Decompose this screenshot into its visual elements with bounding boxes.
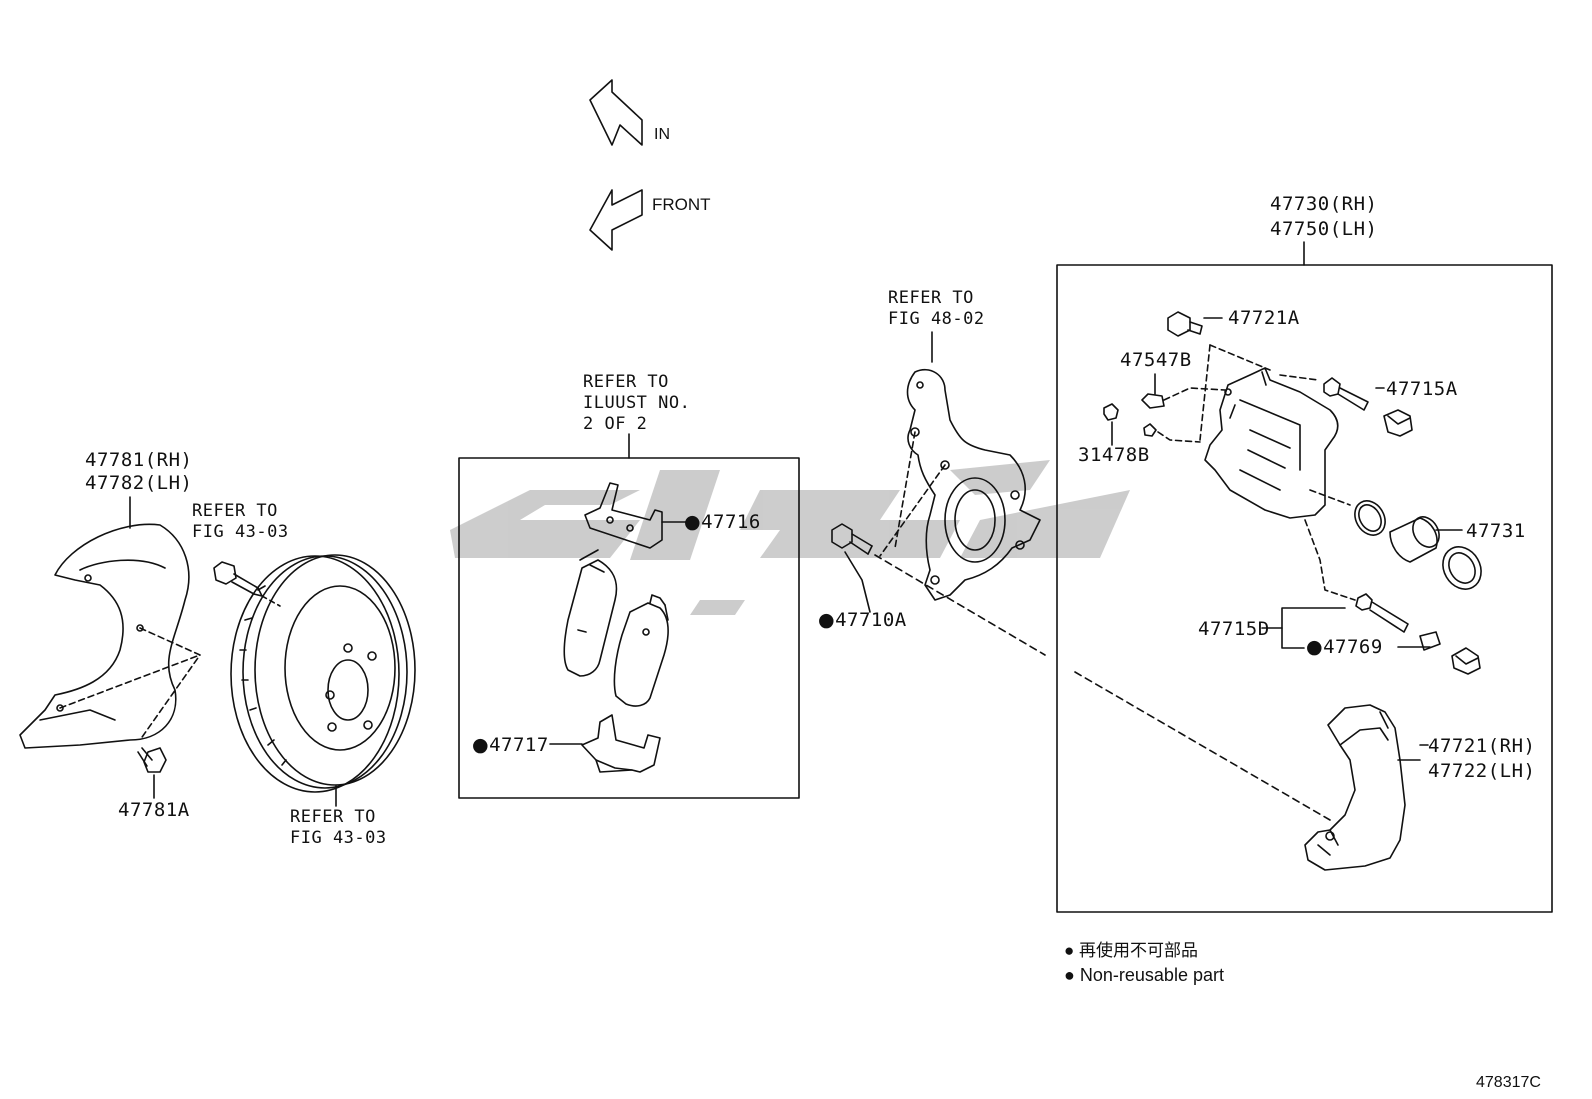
non-reusable-bullet: ● [818,609,836,631]
bleeder-plug-47547B [1141,373,1226,409]
part-number-47769: ●47769 [1306,636,1383,658]
steering-knuckle [879,331,1041,601]
figure-reference: FIG 48-02 [888,309,985,329]
non-reusable-bullet: ● [1306,636,1324,658]
piston [1389,516,1463,563]
figure-reference: FIG 43-03 [290,828,387,848]
front-label: FRONT [652,195,711,214]
part-number-47717: ●47717 [472,734,549,756]
part-number-47716-text: 47716 [701,511,761,533]
in-label: IN [654,126,670,143]
part-number-47716: ●47716 [684,511,761,533]
slide-pin-47715D [1261,593,1409,633]
bolt-47710A [831,523,1046,656]
brake-pad-inner [563,549,618,677]
boot-lower [1451,647,1481,675]
figure-number: 478317C [1476,1074,1541,1091]
refer-to-label: REFER TO [290,807,376,827]
watermark-logo [450,460,1130,615]
part-number-47717-text: 47717 [489,734,549,756]
bolt-47721A [1167,311,1271,441]
piston-boot [1442,546,1482,590]
part-number-47730-rh: 47730(RH) [1270,193,1378,215]
part-number-47547B: 47547B [1120,349,1192,371]
piston-seal [1354,500,1386,536]
part-number-47781A: 47781A [118,799,190,821]
bolt-47781A [137,747,167,799]
legend-text-japanese: 再使用不可部品 [1079,941,1199,960]
cap-31478B [1103,403,1201,446]
refer-to-label: REFER TO [192,501,278,521]
bushing-47769 [1281,627,1441,651]
refer-to-label: REFER TO [888,288,974,308]
front-direction-arrow [589,189,643,251]
figure-reference: FIG 43-03 [192,522,289,542]
in-direction-arrow [589,79,643,146]
part-number-47769-text: 47769 [1323,636,1383,658]
caliper-body [1204,367,1339,519]
part-number-47750-lh: 47750(LH) [1270,218,1378,240]
part-number-47782-lh: 47782(LH) [85,472,193,494]
non-reusable-bullet: ● [684,511,702,533]
part-number-47722-lh: 47722(LH) [1428,760,1536,782]
legend-line-japanese: ● 再使用不可部品 [1064,940,1198,962]
legend-text-english: Non-reusable part [1079,965,1224,985]
refer-to-label: REFER TO [583,372,669,392]
boot-47715A [1383,409,1413,437]
part-number-47715D: 47715D [1198,618,1270,640]
legend-bullet: ● [1064,965,1075,985]
part-number-47710A-text: 47710A [835,609,907,631]
part-number-31478B: 31478B [1078,444,1150,466]
bolt-rotor-hub [213,561,281,607]
part-number-47715A: 47715A [1386,378,1458,400]
illustration-page: 2 OF 2 [583,414,648,434]
brake-pad-outer [613,594,669,707]
legend-line-english: ● Non-reusable part [1064,964,1224,986]
part-number-47781-rh: 47781(RH) [85,449,193,471]
non-reusable-bullet: ● [472,734,490,756]
dust-cover-shield [19,523,201,749]
part-number-47721-rh: 47721(RH) [1428,735,1536,757]
brake-disc-rotor [230,554,416,807]
illustration-reference: ILUUST NO. [583,393,691,413]
part-number-47731: 47731 [1466,520,1526,542]
caliper-mounting-bracket [1074,671,1429,871]
anti-squeal-shim-upper [584,482,687,549]
part-number-47710A: ●47710A [818,609,907,631]
slide-pin-47715A [1279,374,1385,411]
anti-squeal-shim-lower [549,714,661,773]
part-number-47721A: 47721A [1228,307,1300,329]
legend-bullet: ● [1064,941,1075,960]
